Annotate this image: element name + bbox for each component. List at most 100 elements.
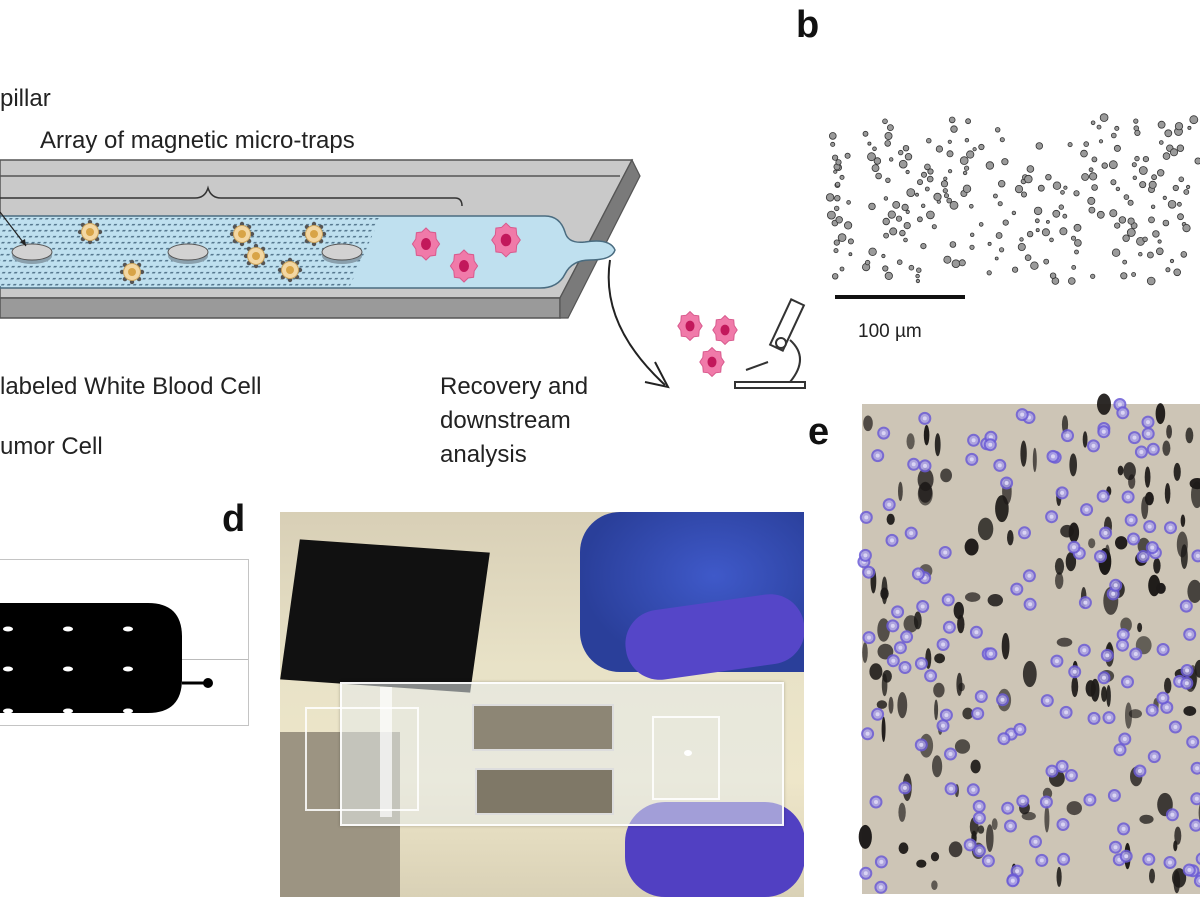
trapped-cell: [1127, 217, 1135, 225]
trapped-cell: [927, 168, 934, 175]
trapped-cell: [1091, 184, 1098, 191]
magnetic-particle: [1056, 866, 1062, 887]
trapped-cell: [847, 238, 854, 245]
label-recovery-2: downstream: [440, 407, 571, 434]
magnetic-particle: [1082, 431, 1088, 448]
trapped-cell: [848, 252, 853, 257]
trapped-cell: [1157, 239, 1162, 244]
stained-cell: [1015, 408, 1029, 422]
magnetic-particle: [862, 642, 868, 663]
magnetic-particle: [916, 859, 927, 868]
magnetic-particle: [977, 825, 985, 834]
stained-cell: [1107, 789, 1121, 802]
trapped-cell: [1030, 261, 1039, 270]
trapped-cell: [1162, 152, 1171, 160]
stained-cell: [1116, 638, 1129, 652]
trapped-cell: [1033, 206, 1043, 216]
trapped-cell: [1045, 219, 1050, 224]
trapped-cell: [1099, 113, 1109, 122]
trapped-cell: [903, 222, 911, 230]
trapped-cell: [1123, 194, 1130, 200]
trapped-cell: [924, 163, 931, 171]
trapped-cell: [1189, 115, 1199, 125]
trapped-cell: [844, 152, 851, 159]
trapped-cell: [1080, 149, 1088, 158]
stained-cell: [936, 638, 950, 651]
stained-cell: [900, 630, 914, 644]
stained-cell: [918, 459, 932, 473]
stained-cell: [944, 747, 957, 761]
trap-dot: [63, 666, 73, 672]
tumor-cell-icon: [699, 346, 725, 378]
trapped-cell: [875, 172, 882, 180]
trapped-cell: [1096, 210, 1105, 219]
stained-cell: [1039, 795, 1053, 809]
stained-cell: [1057, 852, 1071, 866]
trapped-cell: [899, 229, 906, 237]
trapped-cell: [964, 138, 970, 143]
scale-bar: [835, 295, 965, 299]
stained-cell: [1191, 549, 1200, 563]
trapped-cell: [1138, 251, 1143, 257]
trapped-cell: [1062, 213, 1068, 219]
trap-dot: [123, 666, 133, 672]
trapped-cell: [825, 193, 835, 202]
trapped-cell: [1073, 223, 1082, 232]
stained-cell: [893, 641, 907, 655]
trapped-cell: [1074, 239, 1082, 247]
trapped-cell: [1178, 176, 1185, 183]
trapped-cell: [1176, 201, 1182, 207]
stained-cell: [971, 707, 985, 721]
magnetic-particle: [957, 614, 965, 634]
stained-cell: [907, 457, 921, 471]
trapped-cell: [948, 116, 956, 124]
magnetic-particle: [1071, 676, 1079, 698]
stained-cell: [939, 708, 953, 722]
trap-dot: [3, 666, 13, 672]
trapped-cell: [908, 264, 915, 271]
trapped-cell: [1068, 277, 1076, 285]
stained-cell: [869, 795, 883, 809]
magnetic-particle: [1164, 483, 1171, 504]
trapped-cell: [942, 188, 948, 194]
trapped-cell: [1169, 148, 1178, 157]
magnetic-particle: [881, 716, 886, 742]
magnetic-particle: [1097, 393, 1111, 415]
trapped-cell: [839, 266, 845, 272]
stained-cell: [1116, 628, 1130, 642]
stained-cell: [904, 526, 918, 540]
stained-cell: [1046, 449, 1060, 463]
label-pillar: pillar: [0, 85, 51, 112]
trapped-cell: [978, 222, 984, 227]
trapped-cell: [916, 267, 922, 273]
trapped-cell: [867, 141, 872, 146]
trapped-cell: [1134, 155, 1140, 162]
trapped-cell: [1098, 139, 1104, 144]
arrow-icon: [0, 211, 27, 247]
trapped-cell: [1002, 219, 1009, 226]
stained-cell: [859, 866, 873, 880]
trapped-cell: [1035, 142, 1043, 150]
trapped-cell: [958, 259, 966, 267]
stained-cell: [963, 838, 977, 852]
trapped-cell: [969, 244, 975, 250]
label-recovery-3: analysis: [440, 441, 527, 468]
magnetic-particle: [1189, 478, 1200, 490]
stained-cell: [1124, 513, 1138, 527]
trapped-cell: [839, 174, 845, 180]
trapped-cell: [1113, 144, 1121, 152]
label-recovery-1: Recovery and: [440, 373, 589, 400]
magnetic-particle: [1173, 462, 1181, 481]
magnetic-particle: [1144, 466, 1151, 488]
trapped-cell: [884, 271, 893, 280]
magnetic-particle: [1125, 702, 1132, 729]
magnetic-particle: [965, 592, 981, 602]
stained-cell: [944, 782, 958, 796]
trapped-cell: [1120, 272, 1128, 280]
stained-cell: [886, 619, 900, 633]
stained-cell: [1121, 490, 1135, 504]
trapped-cell: [1090, 273, 1096, 279]
stained-cell: [997, 732, 1011, 746]
magnetic-particle: [986, 824, 994, 852]
magnetic-particle: [1021, 811, 1036, 821]
